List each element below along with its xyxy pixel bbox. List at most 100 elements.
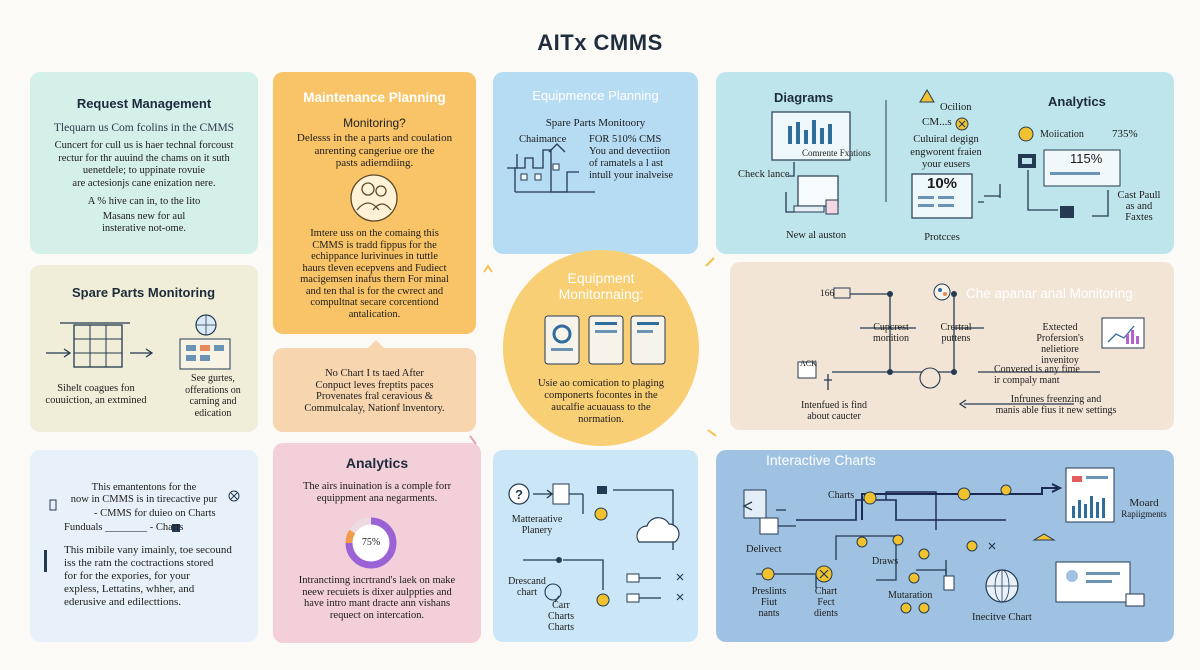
notice-line: Provenates fral ceravious & [316, 391, 433, 402]
monitoring-graphics [797, 283, 1145, 409]
arrow-icon [705, 257, 715, 267]
flow-graphics: ? [508, 483, 684, 607]
bottom-left-body: for for the expories, for your [64, 570, 190, 582]
maintenance-line: CMMS is tradd fippus for the [312, 239, 437, 251]
maintenance-heading: Maintenance Planning [303, 90, 446, 105]
equip-planning-side-label: Chaimance [519, 134, 567, 145]
flow-label: Charts [547, 611, 575, 622]
request-line: are actesionjs cane enization nere. [72, 177, 216, 189]
diagram-bar [812, 120, 816, 144]
interactive-draws: Draws [872, 556, 899, 567]
monitoring-label: nelietiore [1041, 344, 1079, 355]
monitoring-label: about caucter [807, 411, 861, 422]
interactive-label: Fect [817, 597, 835, 608]
monitoring-label: manis able fius it new settings [995, 405, 1117, 416]
diagram-bar [820, 128, 824, 144]
bottom-left-body: iss the ratn the coctractions stored [64, 557, 214, 569]
shelves-icon [46, 314, 231, 370]
center-heading: Monitornaing: [558, 286, 644, 302]
diagram-bar [788, 126, 792, 144]
diagrams-analytics-panel: Diagrams Analytics [716, 72, 1174, 254]
analytics-pct3: 115% [1070, 151, 1103, 166]
interactive-label: Fiut [760, 597, 778, 608]
notice-panel: No Chart I ts taed After Conpuct leves f… [273, 348, 476, 432]
spare-parts-panel: Spare Parts Monitoring Sihelt coagues fo… [30, 265, 258, 432]
notice-line: Conpuct leves freptits paces [315, 379, 434, 391]
analytics-bottom-line: neew recuiets is dixer aulppties and [302, 586, 452, 598]
donut-pct: 75% [361, 537, 381, 548]
maintenance-line: compultnat secare corcentiond [310, 297, 439, 308]
bottom-left-line: now in CMMS is in tirecactive pur [70, 494, 218, 505]
equip-planning-subheading: Spare Parts Monitoory [545, 117, 646, 129]
maintenance-subheading: Monitoring? [343, 116, 406, 130]
diagrams-heading: Diagrams [774, 90, 834, 105]
arrow-icon [469, 435, 477, 445]
monitoring-label: Crertral [940, 322, 972, 333]
interactive-label: Preslints [751, 586, 787, 597]
diagram-bar [828, 124, 832, 144]
flow-panel: ? Matteraative Planery Drescand chart Ca… [493, 450, 698, 642]
svg-text:?: ? [515, 487, 523, 502]
request-line: Masans new for aul [102, 210, 186, 222]
request-line: insterative not-ome. [102, 223, 186, 234]
flow-label: Matteraative [511, 514, 563, 525]
monitoring-panel: Che apanar anal Monitoring 166 ACK Cupcr… [730, 262, 1174, 430]
equip-planning-line: FOR 510% CMS [589, 134, 662, 145]
cloud-icon [636, 517, 680, 543]
monitoring-label: Convered is any fime [994, 364, 1080, 375]
page-title: AITx CMMS [537, 30, 663, 55]
equip-planning-line: intull your inalveise [589, 170, 673, 181]
analytics-cms-label: CM...s [922, 116, 952, 128]
interactive-charts-label: Charts [828, 490, 855, 501]
diagram-bar [804, 130, 808, 144]
analytics-bottom-line: The airs inuination is a comple forr [302, 481, 452, 492]
analytics-pct2: 735% [1112, 128, 1138, 140]
equip-planning-line: You and devectiion [589, 146, 671, 157]
monitoring-label: puttens [941, 333, 971, 344]
monitoring-label: Cupcrest [873, 322, 909, 333]
analytics-desc-line: Culuiral degign [913, 134, 979, 145]
monitoring-label: monition [872, 333, 910, 344]
analytics-bottom-line: Intranctinng incrtrand's laek on make [298, 575, 456, 586]
spare-caption-line: carning and [189, 396, 237, 407]
interactive-incitive: Inecitve Chart [972, 612, 1032, 623]
equip-planning-heading: Equipmence Planning [532, 88, 659, 103]
spare-caption-line: couuiction, an extmined [45, 395, 147, 406]
monitoring-label: Intenfued is find [800, 400, 868, 411]
help-icon [508, 483, 530, 505]
request-line: Cuncert for cull us is haer technal forc… [54, 140, 234, 151]
diagram-screen-label: Comrente Fxations [802, 148, 871, 158]
spare-caption-line: edication [194, 407, 232, 419]
analytics-desc-line: your eusers [921, 159, 971, 170]
spare-caption-line: offerations on [185, 384, 241, 396]
truck-icon [1060, 206, 1074, 218]
center-line: componerts focontes in the [544, 390, 658, 401]
analytics-bottom-heading: Analytics [345, 455, 409, 471]
maintenance-line: Imtere uss on the comaing this [310, 228, 439, 239]
bottom-left-body: This mibile vany imainly, toe secound [64, 544, 232, 556]
bottom-left-panel: This emantentons for the now in CMMS is … [30, 450, 258, 642]
flow-label: Drescand [508, 576, 546, 587]
analytics-bottom-line: equippment ana negarments. [316, 492, 438, 504]
arrow-icon [368, 340, 384, 348]
close-icon [988, 542, 996, 550]
analytics-cast-line: Cast Paull [1117, 190, 1161, 201]
monitoring-heading: Che apanar anal Monitoring [966, 286, 1133, 301]
maintenance-planning-panel: Maintenance Planning Monitoring? Delesss… [273, 72, 476, 334]
interactive-delivect: Delivect [746, 544, 782, 555]
request-heading: Request Management [76, 96, 212, 111]
analytics-top-heading: Analytics [1048, 94, 1106, 109]
car-icon [1125, 593, 1145, 607]
maintenance-line: haurs tleven ecepvens and Fudiect [302, 262, 447, 274]
arrow-icon [483, 264, 493, 273]
flow-label: Carr [552, 600, 570, 611]
request-subheading: Tlequarn us Com fcolins in the CMMS [53, 122, 235, 134]
maintenance-line: echippance lurivinues in tuttle [311, 251, 438, 262]
equipment-planning-panel: Equipmence Planning Spare Parts Monitoor… [493, 72, 698, 254]
monitoring-label: ir compaly mant [994, 375, 1060, 386]
bottom-left-fund: Funduals ________ - Charts [64, 522, 184, 533]
flow-label: Charts [547, 622, 575, 633]
monitoring-label: Profersion's [1036, 333, 1084, 344]
